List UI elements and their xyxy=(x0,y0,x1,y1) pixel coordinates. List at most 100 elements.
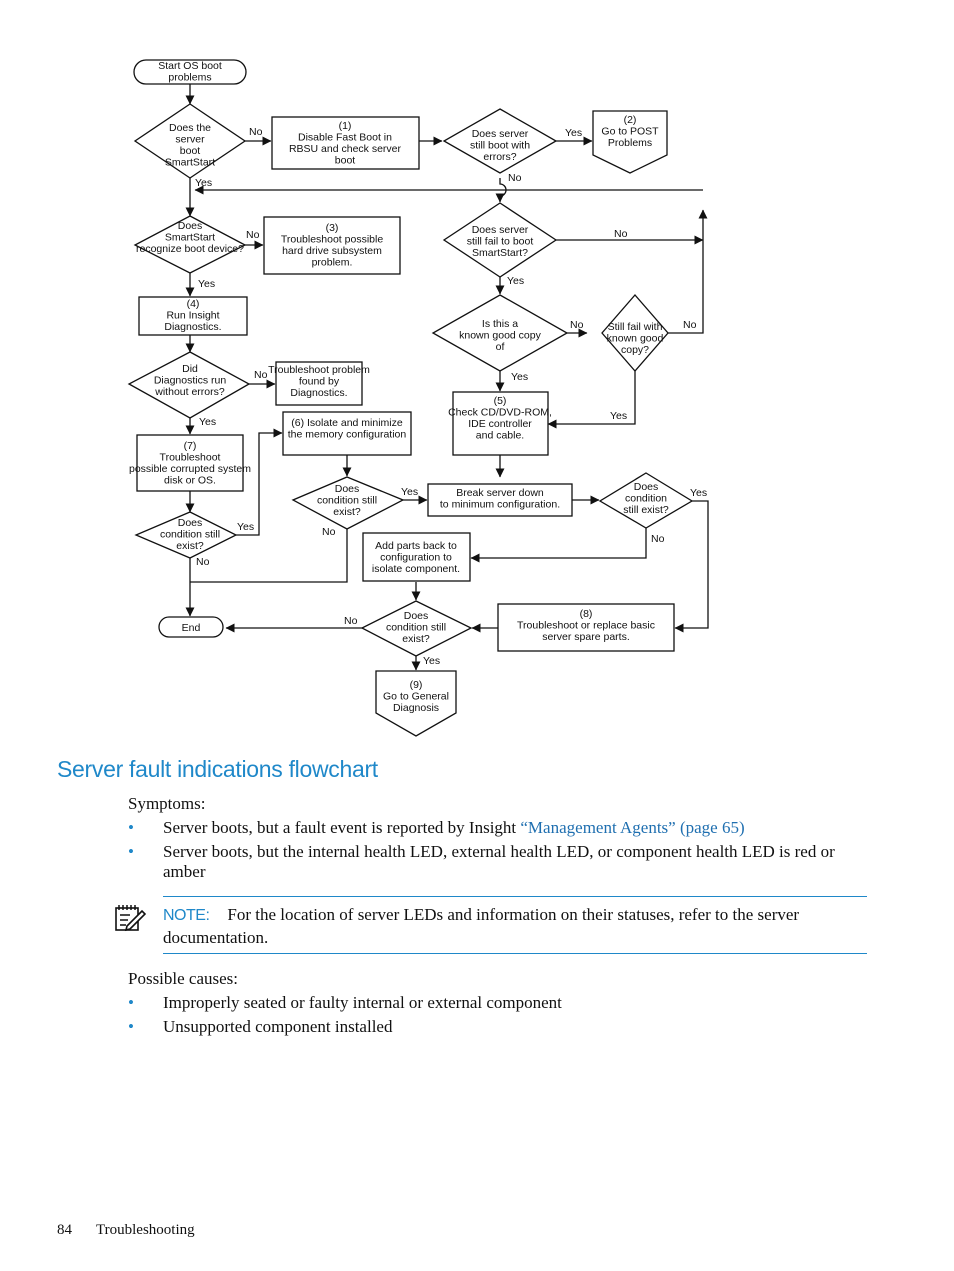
end-terminator xyxy=(158,616,224,638)
flowchart-node-text: (9) xyxy=(410,679,423,691)
box-7-corrupted-disk xyxy=(136,434,244,492)
edge-label-yes: Yes xyxy=(195,177,212,189)
flowchart-node-text: Go to POST xyxy=(601,126,659,138)
note-bottom-rule xyxy=(163,953,867,954)
note-body: NOTE:For the location of server LEDs and… xyxy=(163,904,869,949)
edge-label-no: No xyxy=(322,526,336,538)
management-agents-link[interactable]: “Management Agents” (page 65) xyxy=(520,818,745,837)
flowchart-node-text: Disable Fast Boot in xyxy=(298,132,392,144)
flowchart-node-text: Is this a xyxy=(482,318,518,330)
symptoms-list: • Server boots, but a fault event is repo… xyxy=(128,818,868,886)
edge-label-no: No xyxy=(570,319,584,331)
edge-label-no: No xyxy=(651,533,665,545)
flowchart-node-text: to minimum configuration. xyxy=(440,499,560,511)
box-5-check-cd-dvd xyxy=(452,391,549,456)
flowchart-node-text: Problems xyxy=(608,137,652,149)
flowchart-node-text: Does xyxy=(178,517,203,529)
edge-label-yes: Yes xyxy=(199,416,216,428)
decision-recognize-boot-device xyxy=(133,215,247,274)
symptom-text: Server boots, but the internal health LE… xyxy=(163,842,835,881)
bullet-icon: • xyxy=(128,842,134,861)
flowchart-node-text: the memory configuration xyxy=(288,429,407,441)
flowchart-node-text: Did xyxy=(182,363,198,375)
flowchart-node-text: condition still xyxy=(160,529,220,541)
edge-label-no: No xyxy=(508,172,522,184)
bullet-icon: • xyxy=(128,818,134,837)
flowchart-node-text: SmartStart xyxy=(165,157,215,169)
flowchart-node-text: errors? xyxy=(483,151,516,163)
flowchart-node-text: Diagnostics. xyxy=(290,387,347,399)
flowchart-node-text: Diagnostics. xyxy=(164,321,221,333)
page-number: 84 xyxy=(57,1222,72,1238)
flowchart-node-text: (6) Isolate and minimize xyxy=(291,417,403,429)
flowchart-node-text: condition still xyxy=(317,495,377,507)
flowchart-node-text: problems xyxy=(168,72,211,84)
symptom-text: Server boots, but a fault event is repor… xyxy=(163,818,521,837)
box-6-isolate-memory xyxy=(282,411,412,456)
flowchart-node-text: copy? xyxy=(621,344,649,356)
box-break-server-down xyxy=(427,483,573,517)
flowchart-node-text: disk or OS. xyxy=(164,475,216,487)
flowchart-edge-labels: No Yes No Yes No No Yes Yes No No No Yes… xyxy=(195,126,707,667)
terminal-2-post-problems xyxy=(592,110,668,174)
flowchart-node-text: and cable. xyxy=(476,430,524,442)
flowchart-node-text: Troubleshoot problem xyxy=(268,364,370,376)
flowchart-node-text: condition still xyxy=(386,622,446,634)
flowchart-node-text: of xyxy=(496,341,505,353)
terminal-9-general-diagnosis xyxy=(375,670,457,737)
causes-label: Possible causes: xyxy=(128,969,239,988)
edge-label-yes: Yes xyxy=(511,371,528,383)
flowchart-connectors xyxy=(185,84,709,671)
flowchart-node-text: Does xyxy=(335,483,360,495)
edge-label-no: No xyxy=(196,556,210,568)
flowchart-node-text: Does the xyxy=(169,122,211,134)
box-3-hard-drive xyxy=(263,216,401,275)
list-item: • Server boots, but a fault event is repo… xyxy=(128,818,868,838)
flowchart-node-text: (8) xyxy=(580,608,593,620)
flowchart-node-text: Diagnosis xyxy=(393,702,439,714)
flowchart-node-text: hard drive subsystem xyxy=(282,245,382,257)
flowchart-node-text: exist? xyxy=(402,633,430,645)
edge-label-no: No xyxy=(254,369,268,381)
note-pencil-icon xyxy=(115,905,146,932)
flowchart-node-text: Does server xyxy=(472,224,529,236)
flowchart-node-text: Does xyxy=(404,610,429,622)
flowchart-node-text: Diagnostics run xyxy=(154,375,227,387)
box-4-run-diagnostics xyxy=(138,296,248,336)
bullet-icon: • xyxy=(128,993,134,1012)
flowchart-node-text: SmartStart? xyxy=(472,247,528,259)
flowchart-node-text: (7) xyxy=(184,440,197,452)
box-add-parts-back xyxy=(362,532,471,582)
box-diagnostics-problem xyxy=(275,361,363,406)
decision-condition-b xyxy=(291,476,405,530)
flowchart-node-text: still exist? xyxy=(623,504,669,516)
edge-label-yes: Yes xyxy=(423,655,440,667)
flowchart-node-text: (3) xyxy=(326,222,339,234)
decision-still-fail-known-copy xyxy=(601,294,669,372)
edge-label-no: No xyxy=(614,228,628,240)
flowchart-node-text: Still fail with xyxy=(608,321,663,333)
flowchart-node-text: (2) xyxy=(624,114,637,126)
flowchart-node-text: Run Insight xyxy=(166,310,219,322)
start-terminator xyxy=(133,59,247,85)
decision-known-good-copy xyxy=(431,294,569,372)
flowchart-node-text: Start OS boot xyxy=(158,60,222,72)
flowchart-node-text: (1) xyxy=(339,120,352,132)
footer-section: Troubleshooting xyxy=(96,1222,195,1238)
flowchart-node-text: found by xyxy=(299,376,340,388)
note-label: NOTE: xyxy=(163,907,210,924)
flowchart-node-text: Troubleshoot or replace basic xyxy=(517,620,655,632)
flowchart-node-text: Does server xyxy=(472,128,529,140)
note-top-rule xyxy=(163,896,867,897)
flowchart-node-text: Does xyxy=(178,220,203,232)
edge-label-yes: Yes xyxy=(198,278,215,290)
flowchart-node-text: exist? xyxy=(176,540,204,552)
flowchart-node-text: Does xyxy=(634,481,659,493)
box-1-disable-fast-boot xyxy=(271,116,420,170)
cause-text: Improperly seated or faulty internal or … xyxy=(163,993,562,1012)
section-title: Server fault indications flowchart xyxy=(57,756,378,782)
decision-still-boot-errors xyxy=(442,108,558,174)
flowchart-node-text: Check CD/DVD-ROM, xyxy=(448,407,552,419)
flowchart-node-text: server xyxy=(175,134,205,146)
flowchart-node-text: Troubleshoot possible xyxy=(281,234,383,246)
